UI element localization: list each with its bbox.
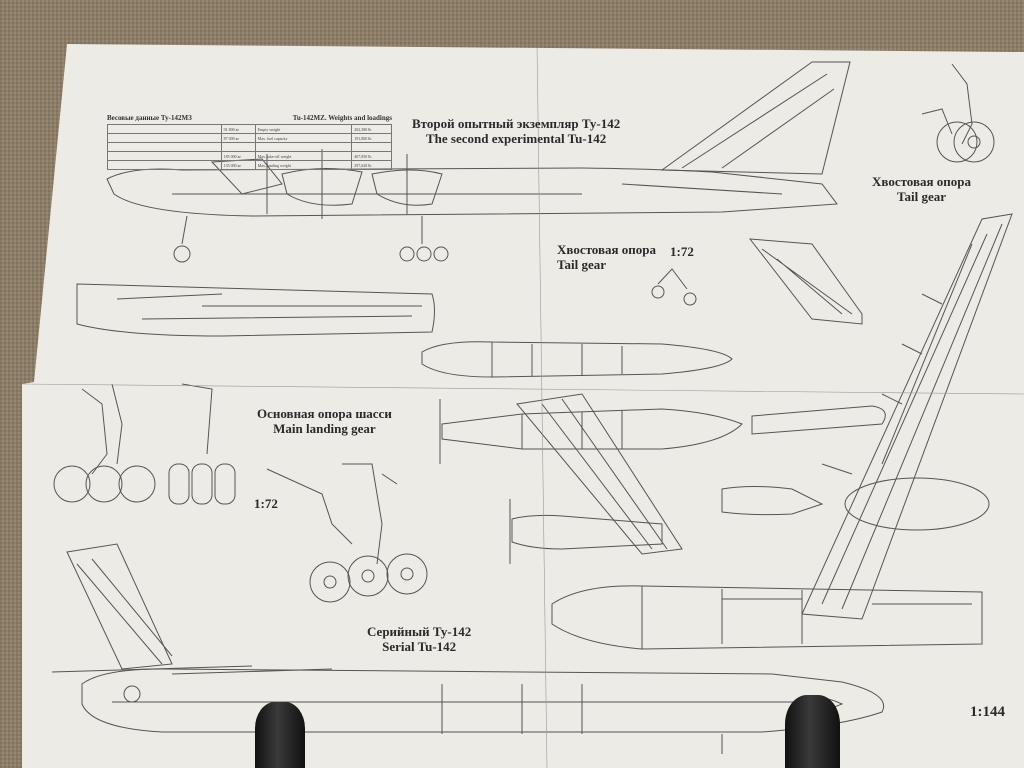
table-row: 87 000 кг Max. fuel capacity 191,800 lb [107, 133, 392, 143]
main-landing-gear-drawing [53, 383, 236, 505]
drawing-sheet: Весовые данные Ту-142МЗ Tu-142MZ. Weight… [22, 44, 1024, 768]
tail-gear-top-drawing [921, 63, 995, 163]
scale-label-72-a: 1:72 [670, 244, 694, 259]
table-cell: 185 000 кг [220, 151, 256, 161]
table-cell: 87 000 кг [220, 133, 256, 143]
technical-drawing [22, 44, 1024, 768]
table-cell [107, 133, 222, 143]
main-gear-label-en: Main landing gear [273, 421, 376, 436]
binder-clip-left [255, 702, 305, 768]
fuselage-top-section [76, 283, 435, 337]
main-landing-gear-1-72 [266, 463, 428, 603]
tail-gear-top-label-en: Tail gear [897, 189, 946, 204]
second-experimental-label-en: The second experimental Tu-142 [425, 131, 607, 146]
table-cell [107, 124, 222, 134]
binder-clip-right [785, 695, 840, 768]
scale-label-72-b: 1:72 [254, 496, 278, 511]
table-row: 185 000 кг Max. take-off weight 407,850 … [107, 151, 392, 161]
tail-fin-view [748, 238, 863, 325]
serial-tu142-label-en: Serial Tu-142 [382, 639, 457, 654]
tail-gear-small-drawing [651, 268, 697, 306]
tail-gear-mid-label-ru: Хвостовая опора [557, 242, 657, 257]
table-cell: 191,800 lb [351, 133, 392, 143]
table-row: 135 000 кг Max. landing weight 297,620 l… [107, 160, 392, 170]
serial-tu142-side-view [51, 543, 884, 754]
wing-planform [801, 213, 1013, 620]
table-cell: 407,850 lb [351, 151, 392, 161]
serial-tu142-label: Серийный Ту-142 Serial Tu-142 [367, 624, 471, 654]
fold-creases [22, 44, 1024, 768]
table-cell [220, 142, 256, 152]
table-cell: Max. fuel capacity [254, 133, 353, 143]
table-row: 91 800 кг Empty weight 202,380 lb [107, 124, 392, 134]
tail-gear-mid-label-en: Tail gear [557, 257, 606, 272]
table-title-ru: Весовые данные Ту-142МЗ [107, 114, 192, 122]
engine-nacelle [421, 341, 733, 378]
table-cell: 91 800 кг [220, 124, 256, 134]
table-cell [254, 142, 353, 152]
table-cell: Max. take-off weight [254, 151, 353, 161]
table-row [107, 142, 392, 152]
second-experimental-label: Второй опытный экземпляр Ту-142 The seco… [412, 116, 620, 146]
table-cell: Max. landing weight [254, 160, 353, 170]
serial-tu142-label-ru: Серийный Ту-142 [367, 624, 472, 639]
weights-table: Весовые данные Ту-142МЗ Tu-142MZ. Weight… [107, 114, 392, 170]
tail-gear-top-label: Хвостовая опора Tail gear [872, 174, 971, 204]
second-experimental-label-ru: Второй опытный экземпляр Ту-142 [412, 116, 621, 131]
weights-grid: 91 800 кг Empty weight 202,380 lb 87 000… [107, 124, 392, 170]
table-cell: 297,620 lb [351, 160, 392, 170]
table-cell [107, 160, 222, 170]
table-cell: 135 000 кг [220, 160, 256, 170]
scale-label-144: 1:144 [970, 704, 1005, 720]
table-cell: Empty weight [254, 124, 353, 134]
engine-nacelle-middle [439, 399, 886, 464]
tail-gear-mid-label: Хвостовая опора Tail gear [557, 242, 656, 272]
table-cell: 202,380 lb [351, 124, 392, 134]
engine-nacelle-lower [509, 486, 824, 564]
fairing-ellipse [844, 477, 990, 531]
main-gear-label-ru: Основная опора шасси [257, 406, 392, 421]
wing-center-section [516, 393, 683, 555]
table-title-en: Tu-142MZ. Weights and loadings [292, 114, 392, 122]
table-cell [351, 142, 392, 152]
tail-gear-top-label-ru: Хвостовая опора [872, 174, 972, 189]
table-cell [107, 151, 222, 161]
fuselage-plan-view [551, 585, 983, 650]
main-gear-label: Основная опора шасси Main landing gear [257, 406, 392, 436]
table-cell [107, 142, 222, 152]
